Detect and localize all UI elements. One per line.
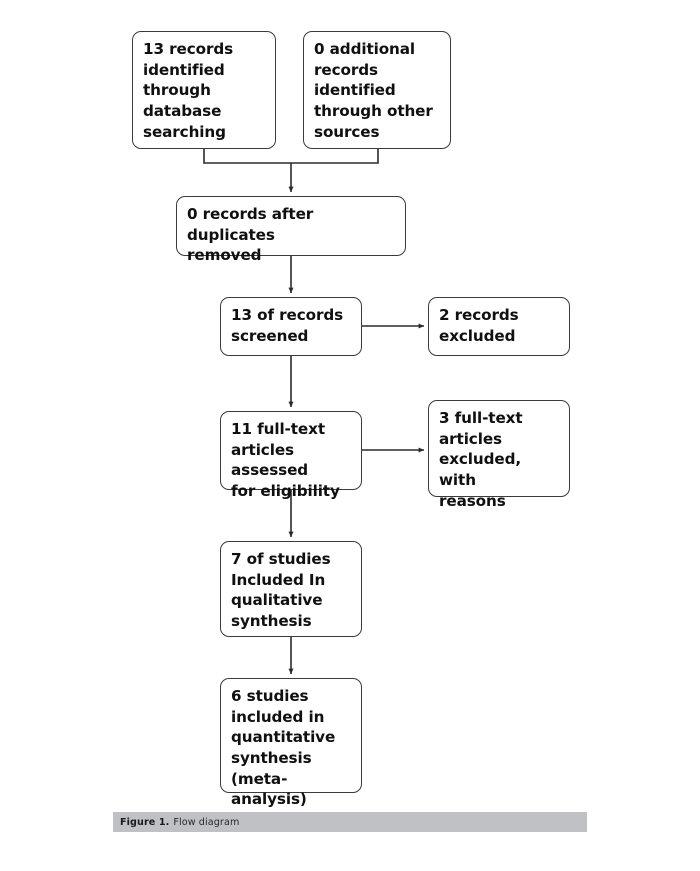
figure-caption-text: Flow diagram <box>173 816 240 828</box>
figure-caption-label: Figure 1. <box>120 816 170 828</box>
node-records-identified-other-sources: 0 additional records identified through … <box>303 31 451 149</box>
node-records-excluded: 2 records excluded <box>428 297 570 356</box>
figure-caption-bar: Figure 1. Flow diagram <box>113 812 587 832</box>
connector-identification-merge <box>203 149 379 164</box>
node-fulltext-articles-assessed: 11 full-text articles assessed for eligi… <box>220 411 362 500</box>
node-records-after-duplicates-removed: 0 records after duplicates removed <box>176 196 406 264</box>
node-studies-quantitative-synthesis: 6 studies included in quantitative synth… <box>220 678 362 808</box>
node-records-screened: 13 of records screened <box>220 297 362 356</box>
node-fulltext-articles-excluded: 3 full-text articles excluded, with reas… <box>428 400 570 510</box>
node-studies-qualitative-synthesis: 7 of studies Included In qualitative syn… <box>220 541 362 637</box>
node-records-identified-database: 13 records identified through database s… <box>132 31 276 149</box>
